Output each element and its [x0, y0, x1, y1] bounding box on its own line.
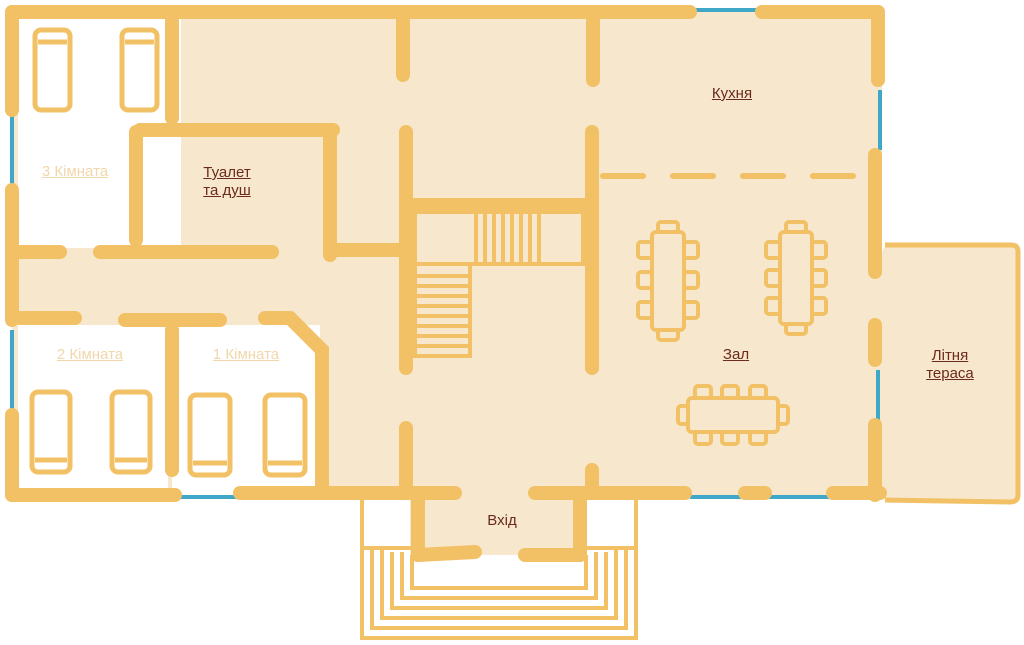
- staircase: [413, 210, 585, 358]
- entrance-porch: [360, 500, 638, 640]
- terrace-label[interactable]: Літня тераса: [905, 347, 995, 383]
- beds: [29, 27, 308, 478]
- terrace-label-line2: тераса: [926, 365, 974, 382]
- entrance-label: Вхід: [487, 512, 517, 529]
- hall-label[interactable]: Зал: [722, 346, 750, 363]
- terrace-outline: [884, 242, 1021, 505]
- toilet-label[interactable]: Туалет та душ: [182, 164, 272, 200]
- kitchen-label[interactable]: Кухня: [711, 85, 753, 102]
- toilet-label-line1: Туалет: [203, 164, 251, 181]
- terrace-label-line1: Літня: [931, 347, 969, 364]
- room1-label[interactable]: 1 Кімната: [212, 346, 280, 363]
- room3-label[interactable]: 3 Кімната: [41, 163, 109, 180]
- dining-tables: [636, 220, 828, 446]
- room2-label[interactable]: 2 Кімната: [56, 346, 124, 363]
- toilet-label-line2: та душ: [203, 182, 251, 199]
- walls: [5, 5, 887, 562]
